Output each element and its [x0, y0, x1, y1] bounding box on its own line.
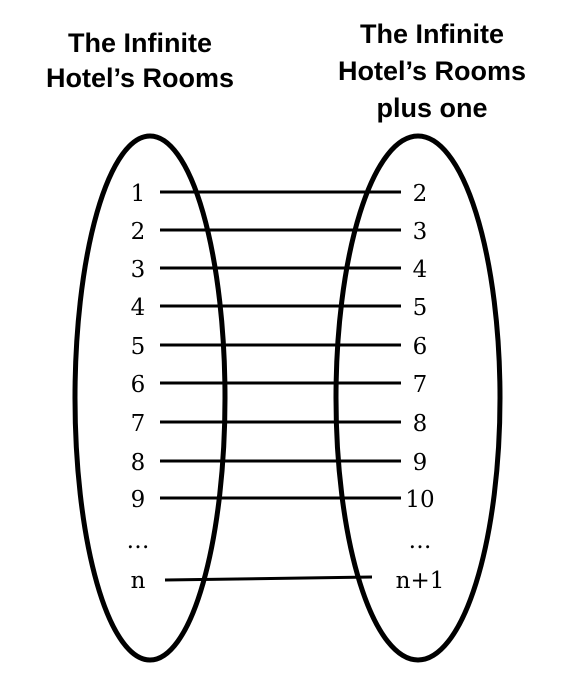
left-set-item: 3	[131, 257, 146, 283]
mapping-line	[164, 575, 373, 582]
right-set-item: …	[409, 528, 432, 554]
left-set-item: 1	[131, 181, 146, 207]
left-title-line-2: Hotel’s Rooms	[46, 63, 234, 93]
right-set-item: n+1	[396, 568, 445, 594]
right-set-item: 5	[413, 295, 428, 321]
right-set-item: 6	[413, 334, 428, 360]
left-set-item: 6	[131, 372, 146, 398]
right-set-item: 10	[405, 487, 434, 513]
right-set-item: 3	[413, 219, 428, 245]
left-set-item: 2	[131, 219, 146, 245]
right-set-item: 8	[413, 411, 428, 437]
mapping-lines	[160, 190, 401, 582]
right-title-line-3: plus one	[376, 93, 487, 123]
left-set-items: 1 2 3 4 5 6 7 8 9 … n	[127, 181, 150, 594]
left-set-item: 8	[131, 450, 146, 476]
left-set-ellipse	[72, 133, 228, 663]
left-set-item: 5	[131, 334, 146, 360]
left-title-line-1: The Infinite	[68, 28, 212, 58]
right-set-item: 2	[413, 181, 428, 207]
right-title-line-2: Hotel’s Rooms	[338, 56, 526, 86]
right-set-item: 7	[413, 372, 428, 398]
right-set-title: The Infinite Hotel’s Rooms plus one	[338, 19, 526, 123]
right-title-line-1: The Infinite	[360, 19, 504, 49]
left-set-item: 9	[131, 487, 146, 513]
left-set-item: …	[127, 528, 150, 554]
right-set-item: 9	[413, 450, 428, 476]
left-set-item: 7	[131, 411, 146, 437]
left-set-item: n	[131, 568, 146, 594]
right-set-ellipse	[333, 133, 503, 663]
left-set-title: The Infinite Hotel’s Rooms	[46, 28, 234, 93]
right-set-item: 4	[413, 257, 428, 283]
left-set-item: 4	[131, 295, 146, 321]
right-set-items: 2 3 4 5 6 7 8 9 10 … n+1	[396, 181, 445, 594]
